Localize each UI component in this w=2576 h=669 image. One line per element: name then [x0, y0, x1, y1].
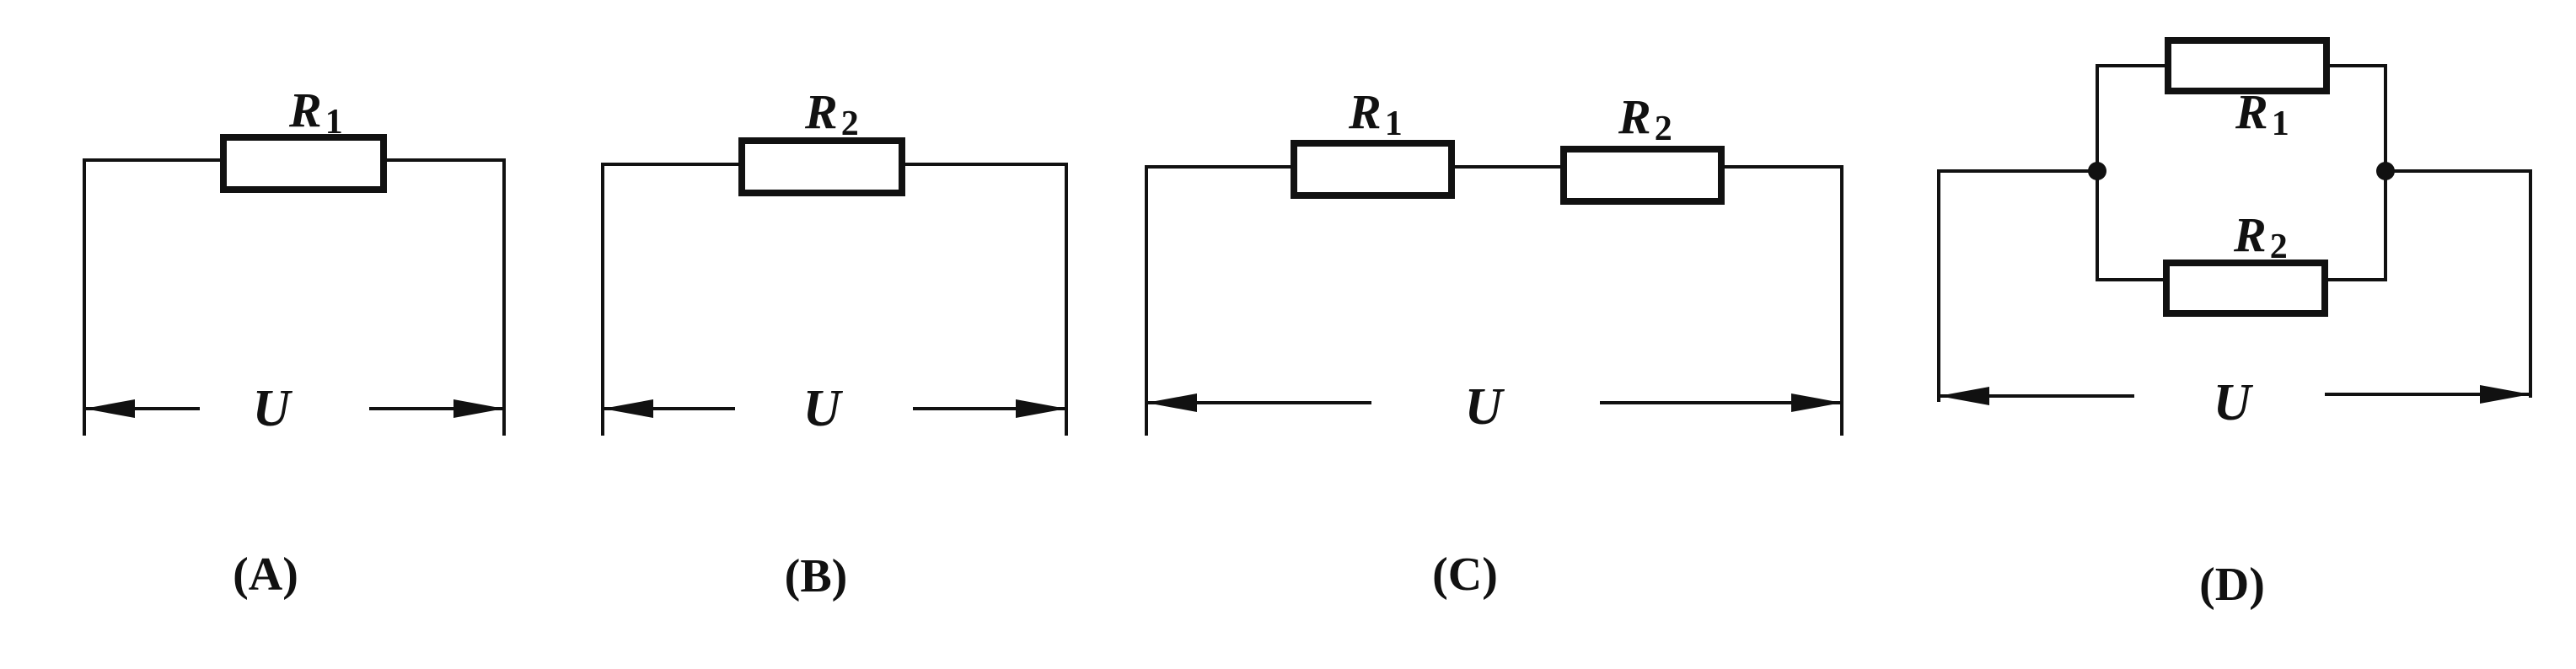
voltage-label: U — [803, 380, 844, 437]
circuit-a: R1 U (A) — [83, 83, 506, 601]
circuit-b-wire — [601, 163, 1068, 436]
arrowhead-right-icon — [453, 399, 504, 418]
circuit-a-wire — [83, 158, 506, 436]
arrowhead-right-icon — [1016, 399, 1066, 418]
arrowhead-right-icon — [2480, 385, 2530, 404]
circuit-c-wire — [1145, 165, 1843, 436]
arrowhead-right-icon — [1791, 393, 1842, 412]
voltage-label: U — [1465, 378, 1505, 436]
voltage-arrow — [1145, 393, 1843, 412]
resistor-r2-label: R2 — [1618, 89, 1672, 148]
arrowhead-left-icon — [603, 399, 653, 418]
arrowhead-left-icon — [1146, 393, 1197, 412]
arrowhead-left-icon — [84, 399, 135, 418]
arrowhead-left-icon — [1939, 387, 1989, 405]
voltage-arrow — [83, 399, 506, 418]
circuit-a-caption: (A) — [233, 549, 298, 601]
circuit-b-caption: (B) — [785, 550, 848, 602]
resistor-r1 — [1291, 140, 1455, 199]
resistor-r2 — [738, 137, 905, 196]
voltage-label: U — [253, 380, 293, 437]
circuit-d: R1 R2 U (D) — [1937, 37, 2532, 611]
resistor-r2 — [1560, 146, 1725, 205]
resistor-r1-label: R1 — [288, 83, 343, 142]
circuit-c: R1 R2 U (C) — [1145, 84, 1843, 601]
resistor-r1 — [2165, 37, 2330, 94]
voltage-label: U — [2214, 374, 2254, 431]
voltage-arrow — [601, 399, 1068, 418]
junction-right-icon — [2376, 162, 2395, 180]
circuit-b: R2 U (B) — [601, 84, 1068, 602]
resistor-r1-label: R1 — [1348, 84, 1403, 143]
resistor-r2-label: R2 — [2233, 207, 2288, 266]
resistor-r1-label: R1 — [2235, 84, 2289, 143]
resistor-r2 — [2163, 260, 2328, 317]
voltage-arrow — [1937, 385, 2532, 405]
resistor-r2-label: R2 — [804, 84, 859, 143]
circuit-d-caption: (D) — [2199, 559, 2265, 611]
junction-left-icon — [2088, 162, 2106, 180]
resistor-r1 — [220, 134, 387, 193]
circuit-c-caption: (C) — [1432, 549, 1498, 601]
